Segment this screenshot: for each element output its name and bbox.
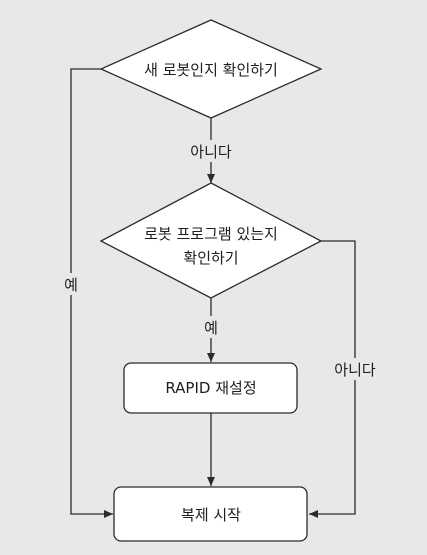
decision-new-robot-shape <box>99 19 323 119</box>
edge-label-program-no: 아니다 <box>334 361 376 379</box>
decision-robot-program-shape <box>99 182 323 299</box>
process-start-copy-shape <box>113 486 308 542</box>
process-rapid-reset-label: RAPID 재설정 <box>165 379 256 397</box>
edge-label-new-robot-no: 아니다 <box>190 143 232 161</box>
edge-label-program-yes: 예 <box>204 319 218 337</box>
decision-new-robot-label: 새 로봇인지 확인하기 <box>144 61 278 79</box>
decision-robot-program-label-line1: 로봇 프로그램 있는지 <box>144 225 278 243</box>
node-labels: 새 로봇인지 확인하기 로봇 프로그램 있는지 확인하기 RAPID 재설정 복… <box>144 61 278 524</box>
nodes <box>99 19 323 542</box>
process-rapid-reset-shape <box>123 362 298 414</box>
edge-labels: 아니다 예 예 아니다 <box>58 140 386 380</box>
process-start-copy-label: 복제 시작 <box>181 506 241 524</box>
edge-label-new-robot-yes: 예 <box>64 276 78 294</box>
decision-robot-program-label-line2: 확인하기 <box>183 249 238 267</box>
